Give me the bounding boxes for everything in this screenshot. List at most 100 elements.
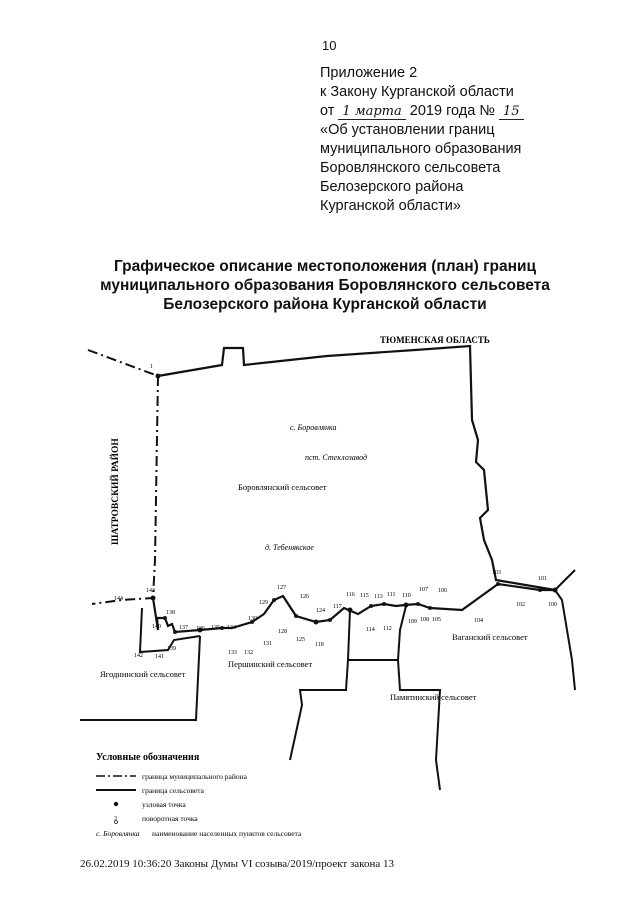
legend: Условные обозначения граница муниципальн… xyxy=(96,752,302,838)
district-boundary-west xyxy=(91,375,159,605)
pershinsky-east-boundary xyxy=(289,609,351,761)
point-label: 132 xyxy=(244,650,253,656)
label-pamyatinsky-sovet: Памятинский сельсовет xyxy=(390,692,477,702)
vagansky-east-boundary xyxy=(554,589,576,691)
turning-point xyxy=(495,582,500,587)
footer-path: 26.02.2019 10:36:20 Законы Думы VI созыв… xyxy=(80,858,394,870)
document-title: Графическое описание местоположения (пла… xyxy=(90,257,560,314)
node-point xyxy=(403,602,409,608)
point-label: 144 xyxy=(114,596,123,602)
point-label: 136 xyxy=(196,626,205,632)
turning-point xyxy=(249,620,254,625)
point-label: 104 xyxy=(474,618,483,624)
annex-law-title-5: Курганской области» xyxy=(320,198,461,214)
point-label: 107 xyxy=(419,587,428,593)
turning-point xyxy=(381,602,386,607)
legend-item-sovet-boundary: граница сельсовета xyxy=(142,786,205,795)
turning-point xyxy=(368,604,373,609)
turning-point xyxy=(219,626,224,631)
point-label: 137 xyxy=(179,625,188,631)
turning-point xyxy=(162,616,167,621)
annex-law: к Закону Курганской области xyxy=(320,84,514,100)
point-label: 141 xyxy=(155,654,164,660)
point-label: 112 xyxy=(383,626,392,632)
borovlyansky-north-boundary xyxy=(157,344,556,592)
turning-points xyxy=(162,582,543,635)
annex-date-year: 2019 года № xyxy=(409,103,495,119)
annex-date-prefix: от xyxy=(320,103,335,119)
label-vagansky-sovet: Ваганский сельсовет xyxy=(452,632,528,642)
turning-point xyxy=(538,588,543,593)
point-label: 127 xyxy=(277,585,286,591)
turning-point xyxy=(427,606,432,611)
title-line-2: муниципального образования Боровлянского… xyxy=(100,277,550,294)
district-boundary-nw xyxy=(87,349,159,377)
point-label: 135 xyxy=(211,625,220,631)
point-label: 118 xyxy=(315,642,324,648)
label-steklozavod: пст. Стеклозавод xyxy=(305,453,367,462)
pamyatinsky-boundary xyxy=(348,605,407,661)
annex-header: Приложение 2 к Закону Курганской области… xyxy=(320,64,524,216)
title-line-3: Белозерского района Курганской области xyxy=(163,296,487,313)
point-label: 128 xyxy=(278,629,287,635)
node-point xyxy=(150,595,156,601)
point-label: 113 xyxy=(374,594,383,600)
label-tebenyakskoe: д. Тебенякское xyxy=(265,543,314,552)
node-point xyxy=(197,627,203,633)
point-label: 103 xyxy=(492,570,501,576)
annex-number-handwritten: 15 xyxy=(498,104,524,120)
point-label: 117 xyxy=(333,604,342,610)
turning-point xyxy=(415,602,420,607)
point-label: 130 xyxy=(248,616,257,622)
borovlyansky-south-boundary xyxy=(151,582,555,634)
point-label: 143 xyxy=(146,588,155,594)
label-shatrovsky-district: ШАТРОВСКИЙ РАЙОН xyxy=(109,438,121,545)
pamyatinsky-east-boundary xyxy=(397,659,442,791)
point-label: 1 xyxy=(150,364,153,370)
legend-item-district-boundary: граница муниципального района xyxy=(142,772,248,781)
annex-law-title-1: «Об установлении границ xyxy=(320,122,495,138)
point-label: 115 xyxy=(360,593,369,599)
annex-law-title-2: муниципального образования xyxy=(320,141,522,157)
point-label: 110 xyxy=(402,593,411,599)
node-points xyxy=(150,373,558,633)
title-line-1: Графическое описание местоположения (пла… xyxy=(113,258,537,275)
legend-turning-circle xyxy=(114,820,118,824)
label-yagodninsky-sovet: Ягоднинский сельсовет xyxy=(100,669,186,679)
annex-law-title-4: Белозерского района xyxy=(320,179,464,195)
turning-point xyxy=(293,614,298,619)
legend-item-turning-point: поворотная точка xyxy=(142,814,198,823)
label-tyumen-oblast: ТЮМЕНСКАЯ ОБЛАСТЬ xyxy=(380,335,490,345)
point-label: 116 xyxy=(346,592,355,598)
point-label: 106 xyxy=(438,588,447,594)
point-label: 102 xyxy=(516,602,525,608)
legend-settlement-symbol: с. Боровлянка xyxy=(96,829,140,838)
yagodninsky-east-boundary xyxy=(80,635,201,721)
point-label: 125 xyxy=(296,637,305,643)
node-point xyxy=(155,373,161,379)
annex-date-handwritten: 1 марта xyxy=(338,104,406,120)
yagodninsky-boundary xyxy=(138,607,201,654)
point-label: 140 xyxy=(152,624,161,630)
label-borovlyansky-sovet: Боровлянский сельсовет xyxy=(238,482,327,492)
legend-item-settlement-name: наименование населенных пунктов сельсове… xyxy=(152,829,302,838)
point-label: 108 xyxy=(420,617,429,623)
point-label: 109 xyxy=(408,619,417,625)
point-label: 101 xyxy=(538,576,547,582)
point-label: 139 xyxy=(167,646,176,652)
point-label: 126 xyxy=(300,594,309,600)
node-point xyxy=(552,587,558,593)
legend-title: Условные обозначения xyxy=(96,752,200,763)
annex-date-line: от 1 марта 2019 года № 15 xyxy=(320,102,524,121)
label-borovlyanka: с. Боровлянка xyxy=(290,423,336,432)
turning-point xyxy=(271,598,276,603)
point-label: 133 xyxy=(228,650,237,656)
point-label: 134 xyxy=(227,625,236,631)
legend-turning-symbol: 3 xyxy=(114,816,117,822)
legend-node-symbol xyxy=(113,801,119,807)
east-boundary xyxy=(554,569,576,591)
point-label: 131 xyxy=(263,641,272,647)
point-label: 114 xyxy=(366,627,375,633)
legend-item-node-point: узловая точка xyxy=(142,800,186,809)
